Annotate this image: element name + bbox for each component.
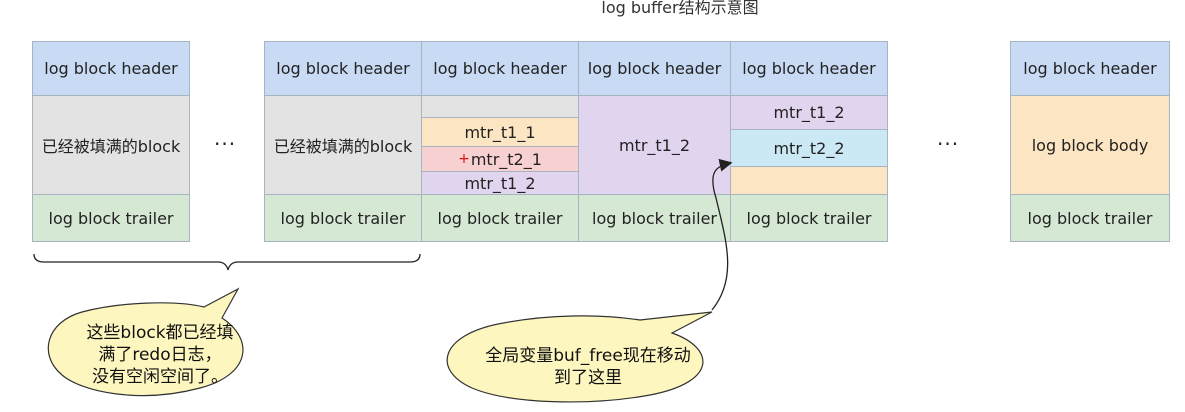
callout-bubble-buf-free — [446, 311, 713, 403]
diagram-title: log buffer结构示意图 — [601, 0, 759, 17]
buf-free-arrow — [711, 158, 733, 311]
mtr-t2-1-label: mtr_t2_1 — [470, 149, 542, 169]
callout-filled-line-1: 这些block都已经填 — [86, 323, 234, 343]
block5-mtr-t2-2: mtr_t2_2 — [730, 129, 888, 167]
block2-header: log block header — [264, 41, 422, 96]
callout-filled-line-2: 满了redo日志， — [98, 345, 222, 365]
callout-bubble-filled — [47, 287, 244, 397]
block3-mtr-t2-1: +mtr_t2_1 — [421, 146, 579, 172]
block4-trailer: log block trailer — [578, 194, 731, 242]
block3-mtr-t1-2: mtr_t1_2 — [421, 171, 579, 195]
curly-brace — [33, 253, 421, 271]
block6-body: log block body — [1010, 95, 1170, 195]
block4-mtr-t1-2: mtr_t1_2 — [578, 95, 731, 195]
block4-header: log block header — [578, 41, 731, 96]
block2-trailer: log block trailer — [264, 194, 422, 242]
block1-filled: 已经被填满的block — [32, 95, 190, 195]
ellipsis-left: ··· — [214, 132, 237, 156]
block6-header: log block header — [1010, 41, 1170, 96]
plus-icon: + — [458, 151, 470, 167]
callout-buf-free-line-2: 到了这里 — [554, 368, 622, 388]
block1-trailer: log block trailer — [32, 194, 190, 242]
callout-filled-text: 这些block都已经填 满了redo日志， 没有空闲空间了。 — [60, 322, 260, 388]
block5-header: log block header — [730, 41, 888, 96]
block6-trailer: log block trailer — [1010, 194, 1170, 242]
block2-filled: 已经被填满的block — [264, 95, 422, 195]
callout-filled-line-3: 没有空闲空间了。 — [92, 367, 228, 387]
callout-buf-free-text: 全局变量buf_free现在移动 到了这里 — [458, 345, 718, 389]
ellipsis-right: ··· — [937, 132, 960, 156]
callout-buf-free-line-1: 全局变量buf_free现在移动 — [485, 346, 691, 366]
block5-trailer: log block trailer — [730, 194, 888, 242]
block3-header: log block header — [421, 41, 579, 96]
